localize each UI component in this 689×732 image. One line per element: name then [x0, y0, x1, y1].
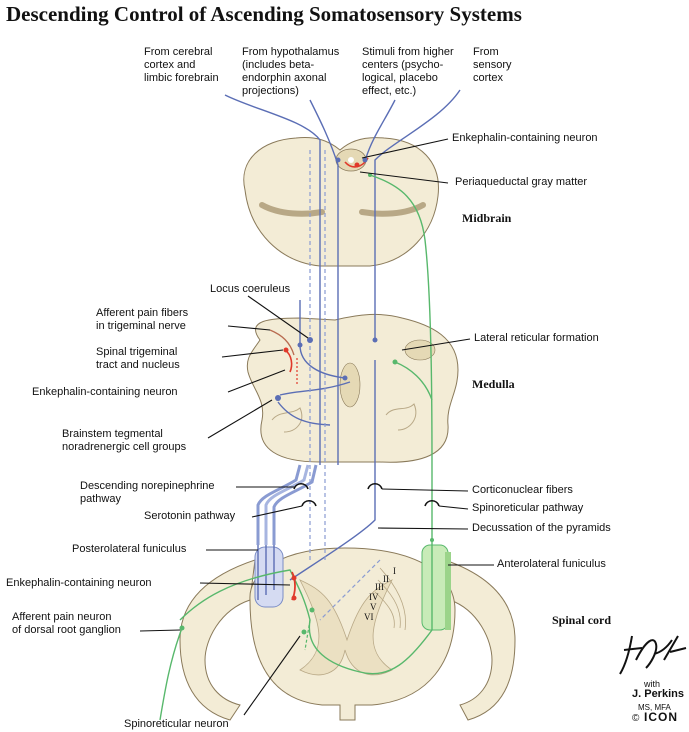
- signature-mark: [619, 635, 687, 675]
- label-spinal-trigeminal: Spinal trigeminal tract and nucleus: [96, 346, 180, 371]
- region-spinal-cord: Spinal cord: [552, 613, 612, 627]
- page-title: Descending Control of Ascending Somatose…: [6, 2, 522, 26]
- label-afferent-drg: Afferent pain neuron of dorsal root gang…: [12, 611, 121, 636]
- lamina-i: I: [393, 566, 396, 576]
- artist-credit: with J. Perkins MS, MFA © ICON: [606, 630, 688, 730]
- lamina-vi: VI: [364, 612, 374, 622]
- label-lateral-reticular: Lateral reticular formation: [474, 332, 599, 344]
- label-pag: Periaqueductal gray matter: [455, 176, 588, 188]
- lamina-iii: III: [375, 582, 384, 592]
- credit-with: with: [644, 679, 661, 689]
- region-midbrain: Midbrain: [462, 211, 512, 225]
- credit-name: J. Perkins: [632, 688, 684, 700]
- spinal-root-left: [179, 559, 256, 721]
- credit-logo: ICON: [644, 710, 678, 724]
- source-cortex: From cerebral cortex and limbic forebrai…: [144, 46, 219, 84]
- label-spinoreticular-path: Spinoreticular pathway: [472, 502, 584, 514]
- label-enkephalin-spinal: Enkephalin-containing neuron: [6, 577, 152, 589]
- region-medulla: Medulla: [472, 377, 515, 391]
- lamina-v: V: [370, 602, 377, 612]
- label-locus-coeruleus: Locus coeruleus: [210, 283, 291, 295]
- spinal-root-right: [444, 559, 516, 721]
- credit-degree: MS, MFA: [638, 703, 671, 712]
- label-brainstem-tegmental: Brainstem tegmental noradrenergic cell g…: [62, 428, 187, 453]
- label-enkephalin-midbrain: Enkephalin-containing neuron: [452, 132, 598, 144]
- label-anterolateral: Anterolateral funiculus: [497, 558, 606, 570]
- source-higher-centers: Stimuli from higher centers (psycho- log…: [362, 46, 454, 97]
- label-afferent-trigeminal: Afferent pain fibers in trigeminal nerve: [96, 307, 189, 332]
- lamina-iv: IV: [369, 592, 379, 602]
- label-spinoreticular-neuron: Spinoreticular neuron: [124, 718, 229, 730]
- label-enkephalin-medulla: Enkephalin-containing neuron: [32, 386, 178, 398]
- lamina-ii: II: [383, 574, 389, 584]
- label-corticonuclear: Corticonuclear fibers: [472, 484, 573, 496]
- label-serotonin: Serotonin pathway: [144, 510, 236, 522]
- label-desc-norepinephrine: Descending norepinephrine pathway: [80, 480, 215, 505]
- source-sensory-cortex: From sensory cortex: [473, 46, 512, 84]
- label-decussation: Decussation of the pyramids: [472, 522, 611, 534]
- midbrain-section: [243, 137, 439, 267]
- source-hypothalamus: From hypothalamus (includes beta- endorp…: [242, 46, 340, 97]
- label-posterolateral: Posterolateral funiculus: [72, 543, 187, 555]
- credit-copyright-icon: ©: [632, 713, 640, 724]
